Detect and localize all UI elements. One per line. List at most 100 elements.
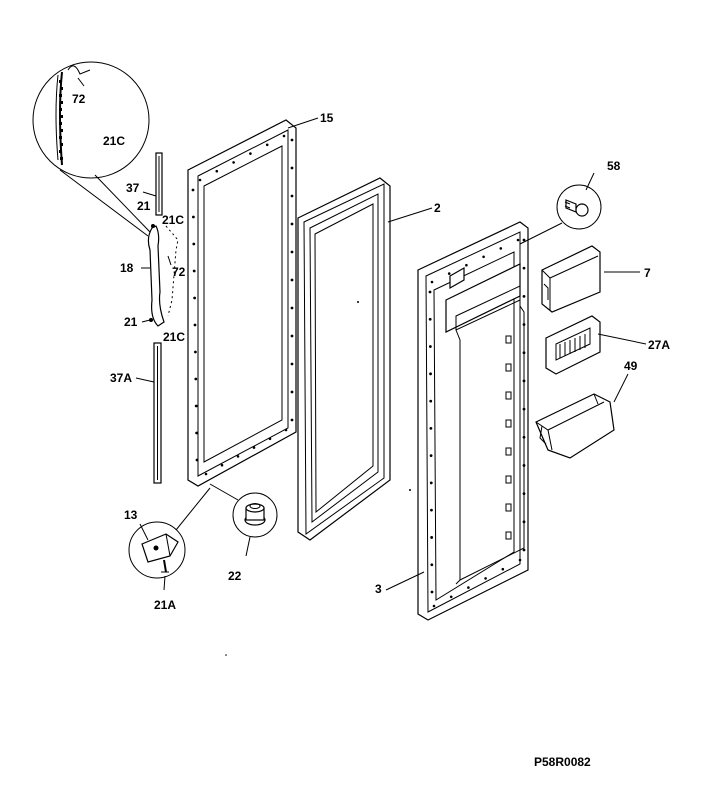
frame-hole [193, 323, 197, 327]
liner-hole [430, 590, 434, 594]
frame-hole [194, 350, 197, 354]
liner-hole [482, 255, 485, 259]
liner-tab [505, 419, 512, 428]
frame-hole [195, 458, 199, 462]
callout-labels: 72 21C 15 37 21 21C 18 72 21 21C 37A 2 5… [72, 92, 670, 769]
liner-hole [430, 536, 434, 539]
liner-tab [505, 391, 512, 400]
part-27a-shelf-front [545, 315, 601, 375]
part-58-screw-detail [519, 184, 602, 245]
callout-27a: 27A [648, 338, 670, 352]
callout-22: 22 [228, 569, 242, 583]
detail-dot [60, 129, 63, 132]
part-37-trim-strip [155, 152, 163, 216]
liner-hole [467, 586, 470, 589]
liner-hole [522, 407, 526, 411]
frame-hole [191, 188, 195, 192]
callout-21a: 21A [154, 598, 176, 612]
callout-7: 7 [644, 266, 651, 280]
liner-hole [501, 567, 505, 571]
liner-hole [430, 508, 433, 512]
liner-hole [430, 280, 434, 284]
liner-hole [465, 263, 468, 267]
frame-hole [215, 169, 219, 173]
frame-hole [232, 161, 235, 164]
part-13-hinge-detail [128, 487, 211, 579]
liner-hole [522, 435, 526, 439]
frame-hole [290, 362, 294, 366]
frame-hole [249, 152, 252, 155]
callout-2: 2 [434, 201, 441, 215]
callout-21c-detail: 21C [103, 134, 125, 148]
detail-dot [60, 87, 63, 90]
frame-hole [192, 242, 196, 246]
frame-hole [290, 138, 294, 142]
callout-15: 15 [320, 111, 334, 125]
liner-hole [429, 372, 432, 376]
frame-hole [236, 455, 240, 458]
liner-hole [499, 247, 503, 250]
callout-72-top: 72 [72, 92, 86, 106]
callout-13: 13 [124, 508, 138, 522]
detail-dot [59, 136, 62, 139]
frame-hole [290, 418, 294, 422]
detail-dot [60, 101, 63, 104]
liner-hole [449, 595, 453, 599]
liner-hole [432, 604, 436, 608]
callout-21-bottom: 21 [124, 315, 138, 329]
part-18-handle [147, 224, 179, 327]
detail-dot [59, 94, 62, 97]
liner-tab [505, 363, 512, 372]
detail-dot [60, 143, 63, 146]
frame-hole [290, 250, 294, 254]
frame-hole [290, 334, 294, 338]
frame-hole [282, 134, 286, 138]
frame-hole [284, 428, 288, 432]
callout-21c-b: 21C [163, 330, 185, 344]
frame-hole [192, 215, 195, 219]
liner-hole [428, 317, 432, 321]
liner-hole [522, 266, 526, 270]
frame-hole [290, 194, 294, 198]
drawing-code: P58R0082 [534, 755, 591, 769]
liner-hole [522, 294, 526, 298]
liner-hole [447, 272, 451, 275]
liner-hole [522, 351, 526, 355]
frame-hole [265, 143, 269, 147]
liner-hole [522, 464, 526, 467]
callout-18: 18 [120, 261, 134, 275]
liner-hole [430, 563, 434, 567]
liner-tab [505, 475, 512, 484]
callout-37: 37 [126, 181, 140, 195]
liner-hole [484, 577, 487, 580]
frame-hole [290, 222, 294, 226]
frame-hole [192, 269, 196, 273]
frame-hole [194, 404, 198, 408]
liner-hole [428, 345, 432, 348]
part-37a-trim-strip [153, 342, 162, 484]
frame-hole [193, 296, 197, 300]
frame-hole [290, 390, 294, 394]
part-7-cover [541, 245, 601, 313]
liner-hole [522, 379, 526, 383]
liner-tab [505, 531, 512, 540]
frame-hole [268, 437, 272, 441]
callout-58: 58 [607, 159, 621, 173]
frame-hole [290, 278, 294, 282]
liner-hole [522, 323, 526, 326]
frame-hole [290, 166, 294, 170]
callout-72-mid: 72 [172, 265, 186, 279]
liner-hole [429, 481, 433, 485]
detail-dot [60, 157, 63, 160]
detail-dot [59, 108, 62, 111]
frame-hole [220, 463, 224, 467]
frame-hole [252, 446, 256, 449]
detail-dot [59, 122, 62, 125]
part-3-inner-liner [409, 221, 529, 621]
liner-hole [522, 238, 526, 242]
frame-hole [290, 306, 294, 310]
callout-21-top: 21 [137, 199, 151, 213]
liner-tab [505, 447, 512, 456]
